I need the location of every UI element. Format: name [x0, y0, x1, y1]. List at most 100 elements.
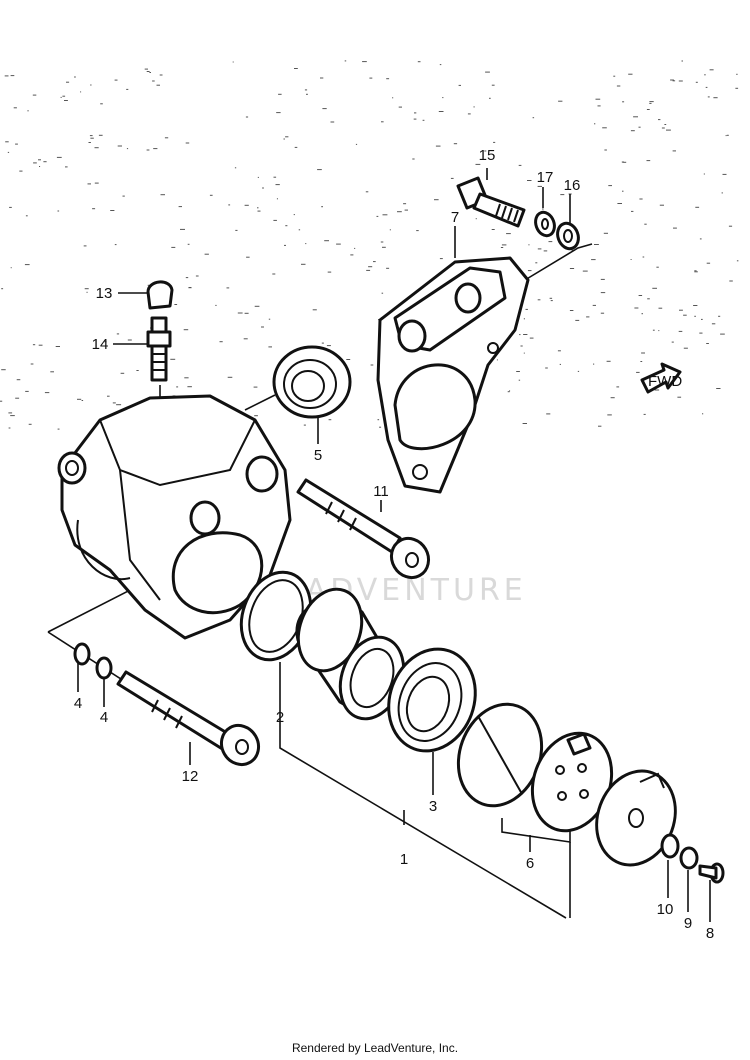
scan-speck: [413, 118, 417, 120]
scan-speck: [658, 119, 661, 121]
scan-speck: [114, 244, 117, 246]
scan-speck: [527, 180, 532, 181]
scan-speck: [209, 194, 213, 196]
scan-speck: [294, 146, 298, 148]
scan-speck: [728, 225, 733, 227]
footer-credit: Rendered by LeadVenture, Inc.: [291, 1041, 459, 1055]
scan-speck: [707, 96, 710, 98]
part-12-slide-pin[interactable]: [116, 670, 266, 771]
scan-speck: [257, 210, 261, 212]
scan-speck: [649, 101, 654, 103]
scan-speck: [234, 167, 237, 169]
scan-speck: [237, 312, 243, 314]
scan-speck: [673, 227, 677, 229]
scan-speck: [489, 97, 491, 99]
scan-speck: [543, 250, 548, 252]
scan-speck: [559, 363, 561, 365]
scan-speck: [100, 103, 103, 105]
scan-speck: [275, 184, 280, 186]
scan-speck: [317, 169, 322, 171]
scan-speck: [10, 415, 15, 417]
scan-speck: [529, 337, 534, 339]
scan-speck: [160, 194, 165, 196]
scan-speck: [537, 248, 542, 250]
part-10-washer[interactable]: [660, 833, 680, 859]
scan-speck: [83, 245, 87, 247]
part-4-o-ring-a[interactable]: [73, 642, 91, 666]
scan-speck: [523, 352, 525, 354]
part-7-caliper-bracket[interactable]: [376, 256, 530, 494]
scan-speck: [327, 271, 332, 273]
scan-speck: [639, 198, 643, 200]
scan-speck: [330, 121, 335, 123]
fwd-arrow: FWD: [640, 362, 682, 394]
part-15-mounting-bolt[interactable]: [456, 176, 526, 228]
scan-speck: [485, 71, 490, 73]
scan-speck: [721, 192, 723, 194]
scan-speck: [246, 256, 250, 258]
scan-speck: [15, 143, 18, 145]
part-16-washer[interactable]: [554, 220, 582, 251]
scan-speck: [273, 219, 277, 221]
scan-speck: [184, 377, 189, 379]
scan-speck: [683, 347, 688, 349]
part-14-bleeder-valve[interactable]: [146, 316, 172, 382]
scan-speck: [30, 363, 34, 365]
scan-speck: [178, 206, 182, 208]
scan-speck: [640, 361, 643, 362]
part-13-bleeder-cap[interactable]: [146, 280, 174, 310]
part-3-dust-boot[interactable]: [375, 637, 490, 763]
caliper-body[interactable]: [57, 394, 292, 640]
scan-speck: [185, 142, 190, 144]
scan-speck: [228, 204, 231, 206]
scan-speck: [283, 138, 285, 140]
scan-speck: [43, 161, 47, 163]
scan-speck: [284, 244, 286, 246]
scan-speck: [694, 271, 698, 273]
callout-12: 12: [182, 768, 199, 785]
scan-speck: [670, 79, 674, 81]
scan-speck: [397, 211, 402, 213]
scan-speck: [404, 209, 408, 211]
scan-speck: [617, 203, 622, 204]
scan-speck: [92, 208, 96, 210]
scan-speck: [694, 315, 696, 317]
scan-speck: [701, 318, 703, 320]
scan-speck: [726, 134, 729, 136]
scan-speck: [355, 143, 358, 145]
part-4-o-ring-b[interactable]: [95, 656, 113, 680]
scan-speck: [501, 244, 507, 246]
scan-speck: [679, 309, 683, 311]
caliper-cover-plate[interactable]: [584, 760, 688, 876]
scan-speck: [630, 259, 632, 260]
scan-speck: [226, 287, 230, 289]
callout-14: 14: [92, 336, 109, 353]
scan-speck: [736, 73, 738, 75]
scan-speck: [56, 156, 62, 158]
scan-speck: [120, 372, 125, 374]
part-11-slide-pin[interactable]: [296, 478, 436, 584]
callout-3: 3: [429, 798, 437, 815]
scan-speck: [262, 187, 264, 189]
scan-speck: [94, 147, 99, 149]
scan-speck: [174, 304, 178, 305]
part-17-washer[interactable]: [532, 210, 557, 239]
scan-speck: [416, 230, 419, 232]
scan-speck: [261, 326, 264, 328]
part-9-lock-washer[interactable]: [679, 846, 699, 870]
scan-speck: [711, 323, 716, 325]
scan-speck: [577, 370, 580, 372]
part-8-screw[interactable]: [698, 862, 725, 884]
scan-speck: [475, 218, 477, 220]
scan-speck: [379, 426, 382, 428]
scan-speck: [678, 80, 683, 82]
scan-speck: [77, 398, 82, 400]
scan-speck: [62, 95, 66, 97]
part-5-boot[interactable]: [272, 345, 352, 419]
scan-speck: [630, 130, 635, 132]
scan-speck: [66, 81, 70, 83]
scan-speck: [272, 273, 276, 275]
scan-speck: [509, 390, 511, 392]
scan-speck: [550, 300, 553, 302]
